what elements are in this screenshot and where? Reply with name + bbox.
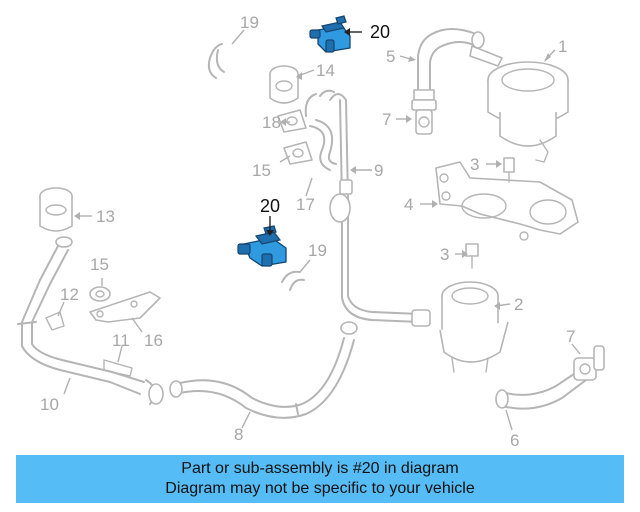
parts-diagram: 1 2 3 3 4 5 6 7 7 8 9 10 11 12 13 14 15 … (17, 13, 605, 450)
callout-1: 1 (558, 37, 567, 56)
leader-lines (57, 28, 581, 431)
check-valve-upper (411, 99, 437, 135)
callout-19-lower: 19 (308, 241, 327, 260)
vacuum-solenoid-valve-lower (237, 225, 287, 267)
callout-12: 12 (60, 285, 79, 304)
callout-9: 9 (374, 161, 383, 180)
callout-2: 2 (514, 295, 523, 314)
air-pump-upper (469, 45, 569, 163)
bracket (435, 161, 579, 241)
callout-15-left: 15 (90, 255, 109, 274)
callout-7-lower: 7 (566, 327, 575, 346)
callout-11: 11 (112, 331, 130, 350)
callout-10: 10 (40, 395, 59, 414)
banner-line-part-number: Part or sub-assembly is #20 in diagram (181, 460, 459, 477)
callout-8: 8 (234, 425, 243, 444)
callout-4: 4 (404, 195, 413, 214)
combination-valve (269, 65, 299, 104)
flange-adapter (39, 187, 73, 248)
vacuum-solenoid-valve-upper (309, 15, 351, 53)
banner-line-disclaimer: Diagram may not be specific to your vehi… (165, 480, 475, 497)
callout-14: 14 (316, 61, 335, 80)
callout-6: 6 (510, 431, 519, 450)
diagram-notice-banner: Part or sub-assembly is #20 in diagram D… (16, 455, 624, 503)
callout-20-upper: 20 (370, 22, 390, 42)
callout-3-upper: 3 (470, 155, 479, 174)
callout-3-lower: 3 (440, 245, 449, 264)
callout-20-lower: 20 (260, 196, 280, 216)
callout-5: 5 (386, 47, 395, 66)
callout-15-center: 15 (252, 161, 271, 180)
callout-13: 13 (96, 207, 115, 226)
callout-numbers: 1 2 3 3 4 5 6 7 7 8 9 10 11 12 13 14 15 … (40, 13, 575, 450)
callout-18: 18 (262, 113, 281, 132)
callout-19-upper: 19 (240, 13, 259, 32)
callout-7-upper: 7 (382, 110, 391, 129)
callout-17: 17 (296, 195, 315, 214)
check-valve-lower (573, 345, 605, 381)
callout-16: 16 (144, 331, 163, 350)
air-pump-lower (439, 281, 509, 373)
